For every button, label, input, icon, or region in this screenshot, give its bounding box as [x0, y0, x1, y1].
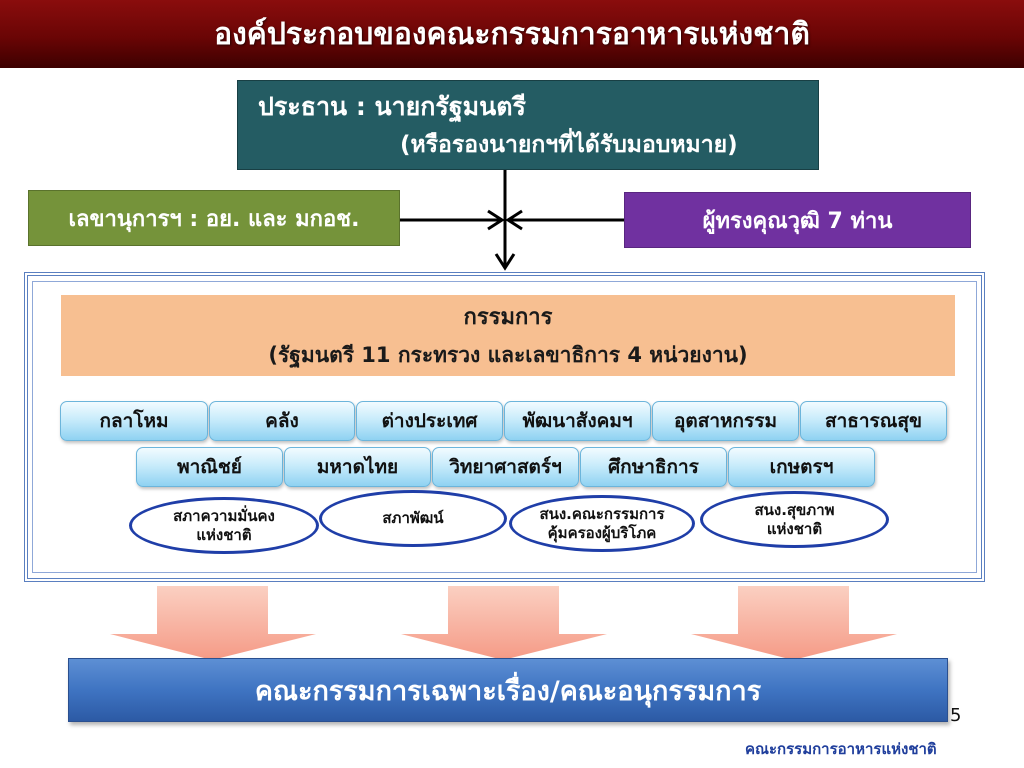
chairman-label: ประธาน : นายกรัฐมนตรี: [258, 92, 526, 121]
agency-label-line1: สนง.สุขภาพ: [754, 500, 835, 519]
agency-ellipse-nesdb: สภาพัฒน์: [319, 490, 507, 547]
ministry-chip-interior: มหาดไทย: [284, 447, 431, 487]
agency-ellipse-consumer-protection-board: สนง.คณะกรรมการ คุ้มครองผู้บริโภค: [509, 495, 695, 552]
ministry-chip-education: ศึกษาธิการ: [580, 447, 727, 487]
ministry-chip-foreign-affairs: ต่างประเทศ: [356, 401, 503, 441]
down-arrow-right: [691, 586, 897, 660]
ministry-chip-science: วิทยาศาสตร์ฯ: [432, 447, 579, 487]
members-header: กรรมการ (รัฐมนตรี 11 กระทรวง และเลขาธิกา…: [61, 295, 955, 376]
ministry-chip-industry: อุตสาหกรรม: [652, 401, 799, 441]
agency-ellipse-national-health-commission: สนง.สุขภาพ แห่งชาติ: [700, 491, 889, 548]
agency-label-line2: แห่งชาติ: [766, 519, 823, 538]
down-arrowhead: [494, 253, 516, 271]
agency-label-line2: แห่งชาติ: [196, 525, 252, 544]
footer-text: คณะกรรมการอาหารแห่งชาติ: [745, 740, 937, 758]
page-number: 5: [950, 705, 962, 726]
page-title: องค์ประกอบของคณะกรรมการอาหารแห่งชาติ: [0, 0, 1024, 68]
secretary-box: เลขานุการฯ : อย. และ มกอช.: [28, 190, 400, 246]
ministry-chip-social-development: พัฒนาสังคมฯ: [504, 401, 651, 441]
subcommittee-bar: คณะกรรมการเฉพาะเรื่อง/คณะอนุกรรมการ: [68, 658, 948, 722]
experts-box: ผู้ทรงคุณวุฒิ 7 ท่าน: [624, 192, 971, 248]
agency-label-line1: สภาความมั่นคง: [173, 506, 275, 525]
down-arrow-center: [401, 586, 607, 660]
ministry-chip-public-health: สาธารณสุข: [800, 401, 947, 441]
right-arrowhead: [487, 209, 505, 231]
agency-label-line1: สนง.คณะกรรมการ: [539, 504, 665, 523]
ministry-chip-commerce: พาณิชย์: [136, 447, 283, 487]
chairman-box: ประธาน : นายกรัฐมนตรี (หรือรองนายกฯที่ได…: [237, 80, 819, 170]
members-subtitle: (รัฐมนตรี 11 กระทรวง และเลขาธิการ 4 หน่ว…: [268, 343, 748, 367]
left-arrowhead: [505, 209, 523, 231]
agency-label-line2: คุ้มครองผู้บริโภค: [547, 523, 657, 542]
agency-ellipse-national-security-council: สภาความมั่นคง แห่งชาติ: [129, 497, 319, 554]
ministry-chip-agriculture: เกษตรฯ: [728, 447, 875, 487]
down-arrow-left: [110, 586, 316, 660]
members-title: กรรมการ: [463, 305, 553, 330]
agency-label-line1: สภาพัฒน์: [382, 509, 444, 527]
ministry-chip-finance: คลัง: [209, 401, 355, 441]
chairman-alternate-label: (หรือรองนายกฯที่ได้รับมอบหมาย): [400, 132, 738, 158]
ministry-chip-defence: กลาโหม: [60, 401, 208, 441]
